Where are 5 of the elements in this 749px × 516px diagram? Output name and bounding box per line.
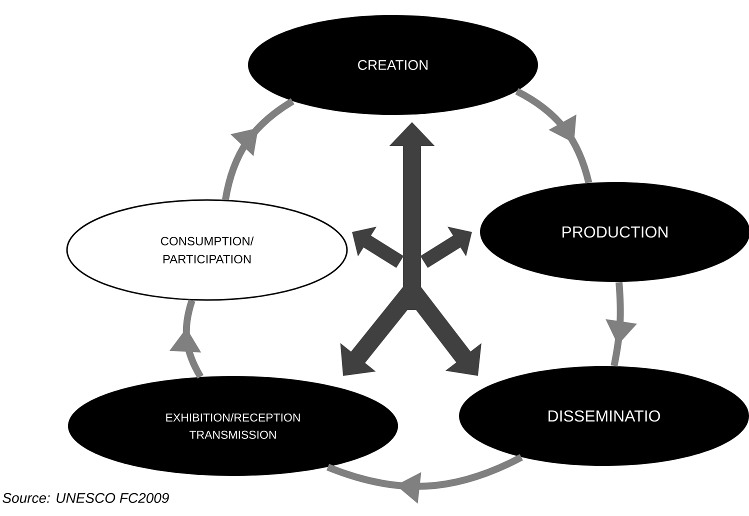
cycle-arrow (515, 88, 592, 184)
cycle-arrow (169, 299, 204, 379)
cycle-arrow (222, 98, 294, 200)
cycle-arrow (326, 454, 523, 504)
source-note: Source: UNESCO FC2009 (2, 493, 169, 503)
